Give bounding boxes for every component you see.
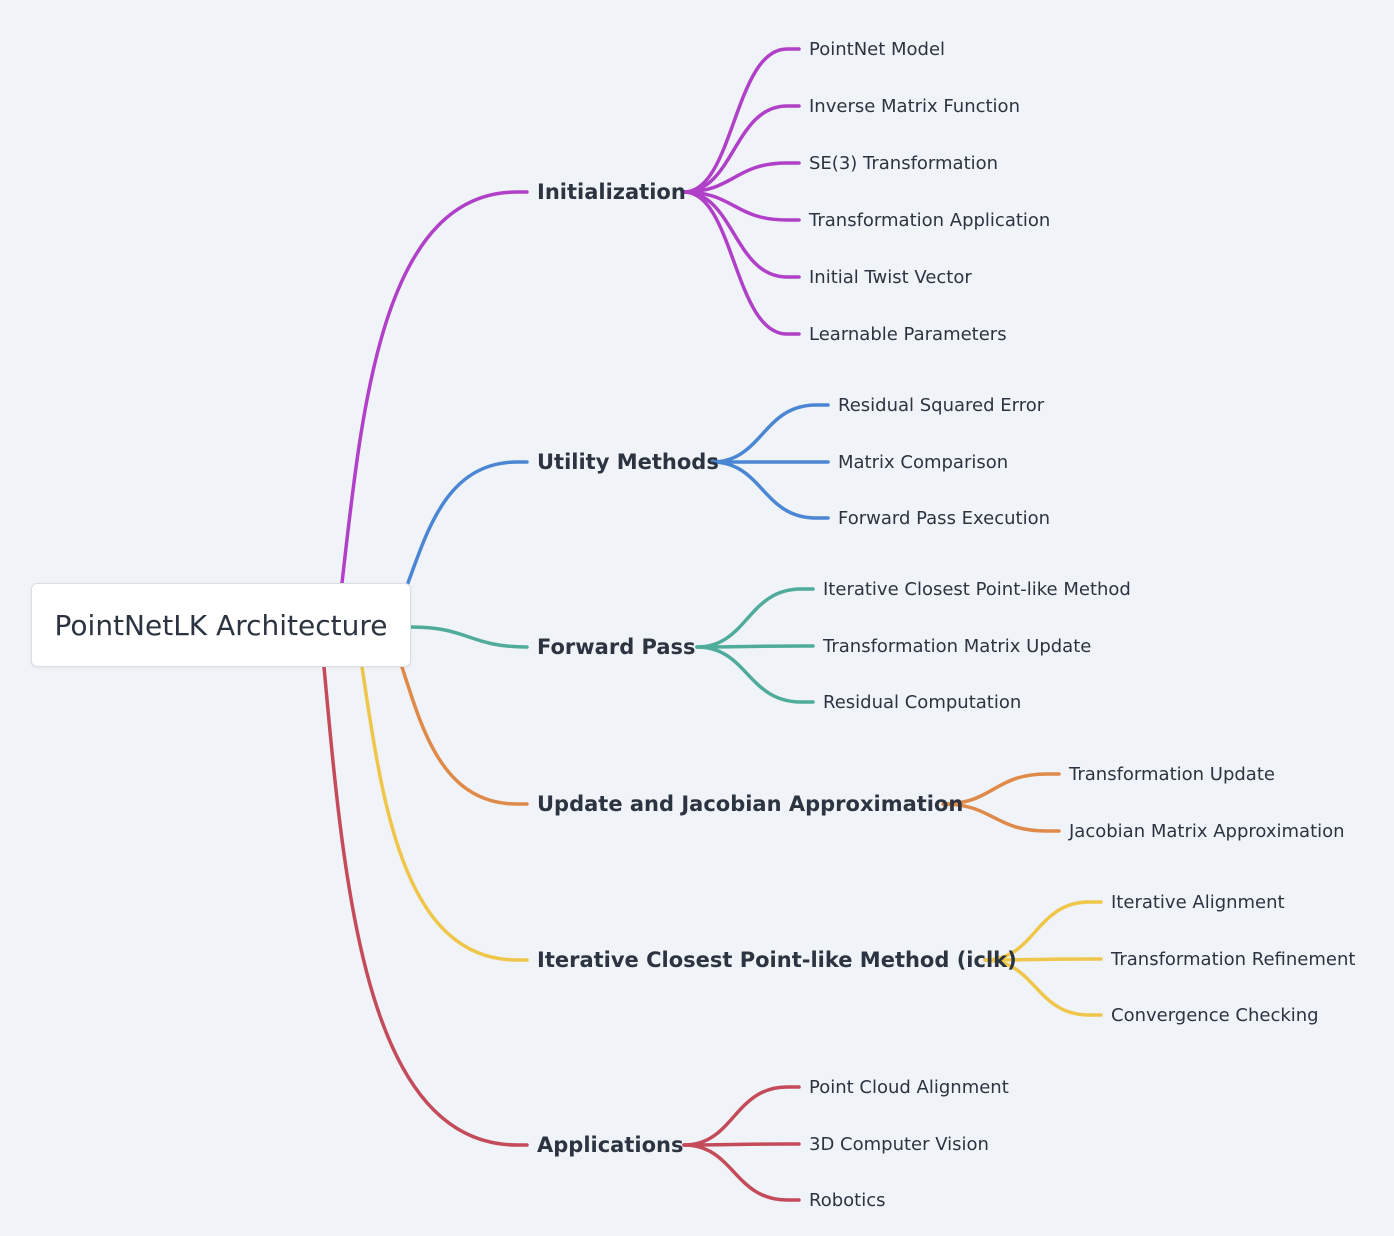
root-connector-4 (360, 665, 529, 962)
leaf-connector-3-1 (941, 802, 1061, 833)
branch-update-and-jacobian-approximation[interactable]: Update and Jacobian Approximation (537, 792, 964, 816)
root-connector-2 (409, 625, 529, 649)
leaf-connector-2-0 (695, 587, 815, 649)
leaf-residual-squared-error[interactable]: Residual Squared Error (838, 395, 1045, 416)
leaf-convergence-checking[interactable]: Convergence Checking (1111, 1005, 1319, 1026)
branch-applications[interactable]: Applications (537, 1133, 684, 1157)
root-node[interactable]: PointNetLK Architecture (31, 583, 411, 667)
leaf-initial-twist-vector[interactable]: Initial Twist Vector (809, 267, 972, 288)
leaf-connector-4-1 (983, 957, 1103, 962)
root-connector-5 (322, 665, 529, 1147)
root-connector-1 (406, 460, 529, 585)
leaf-inverse-matrix-function[interactable]: Inverse Matrix Function (809, 96, 1020, 117)
leaf-connector-0-5 (682, 190, 801, 336)
leaf-transformation-matrix-update[interactable]: Transformation Matrix Update (823, 636, 1092, 657)
leaf-iterative-alignment[interactable]: Iterative Alignment (1111, 892, 1285, 913)
branch-initialization[interactable]: Initialization (537, 180, 686, 204)
leaf-transformation-refinement[interactable]: Transformation Refinement (1111, 949, 1356, 970)
leaf-transformation-update[interactable]: Transformation Update (1069, 764, 1275, 785)
leaf-connector-0-1 (682, 104, 801, 194)
leaf-connector-3-0 (941, 772, 1061, 806)
branch-forward-pass[interactable]: Forward Pass (537, 635, 696, 659)
leaf-se3-transformation[interactable]: SE(3) Transformation (809, 153, 999, 174)
branch-iterative-closest-point-like-method-iclk[interactable]: Iterative Closest Point-like Method (icl… (537, 948, 1017, 972)
leaf-connector-0-4 (682, 190, 801, 279)
root-label: PointNetLK Architecture (54, 608, 388, 642)
branch-utility-methods[interactable]: Utility Methods (537, 450, 719, 474)
leaf-point-cloud-alignment[interactable]: Point Cloud Alignment (809, 1077, 1009, 1098)
leaf-matrix-comparison[interactable]: Matrix Comparison (838, 452, 1009, 473)
leaf-connector-4-0 (983, 900, 1103, 962)
leaf-residual-computation[interactable]: Residual Computation (823, 692, 1022, 713)
leaf-connector-2-1 (695, 644, 815, 649)
leaf-forward-pass-execution[interactable]: Forward Pass Execution (838, 508, 1050, 529)
leaf-connector-2-2 (695, 645, 815, 704)
leaf-connector-1-2 (710, 460, 830, 520)
leaf-transformation-application[interactable]: Transformation Application (809, 210, 1051, 231)
leaf-connector-5-1 (682, 1142, 801, 1147)
leaf-connector-4-2 (983, 958, 1103, 1017)
leaf-pointnet-model[interactable]: PointNet Model (809, 39, 946, 60)
leaf-connector-1-0 (710, 403, 830, 464)
leaf-connector-5-2 (682, 1143, 801, 1202)
leaf-robotics[interactable]: Robotics (809, 1190, 886, 1211)
root-connector-3 (400, 665, 529, 806)
leaf-connector-0-3 (682, 190, 801, 222)
leaf-connector-0-0 (682, 47, 801, 194)
leaf-jacobian-matrix-approximation[interactable]: Jacobian Matrix Approximation (1069, 821, 1345, 842)
leaf-3d-computer-vision[interactable]: 3D Computer Vision (809, 1134, 989, 1155)
leaf-connector-5-0 (682, 1085, 801, 1147)
leaf-learnable-parameters[interactable]: Learnable Parameters (809, 324, 1007, 345)
leaf-connector-0-2 (682, 161, 801, 194)
leaf-iterative-closest-point-like-method[interactable]: Iterative Closest Point-like Method (823, 579, 1131, 600)
root-connector-0 (340, 190, 529, 585)
